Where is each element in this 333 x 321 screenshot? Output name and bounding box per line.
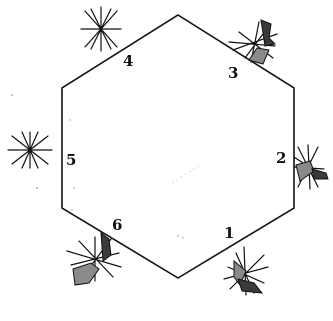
edge-label-4: 4 [123, 52, 133, 70]
burst-marker-1 [224, 247, 268, 295]
edge-label-5: 5 [66, 151, 76, 169]
burst-marker-3 [229, 20, 277, 64]
edge-label-3: 3 [228, 64, 238, 82]
burst-marker-4 [81, 7, 121, 51]
burst-marker-2 [294, 145, 328, 189]
edge-label-2: 2 [276, 149, 286, 167]
interior-specks [11, 94, 200, 239]
edge-label-6: 6 [112, 216, 122, 234]
burst-marker-6 [67, 233, 121, 285]
edge-label-1: 1 [224, 224, 234, 242]
burst-marker-5 [8, 132, 52, 168]
